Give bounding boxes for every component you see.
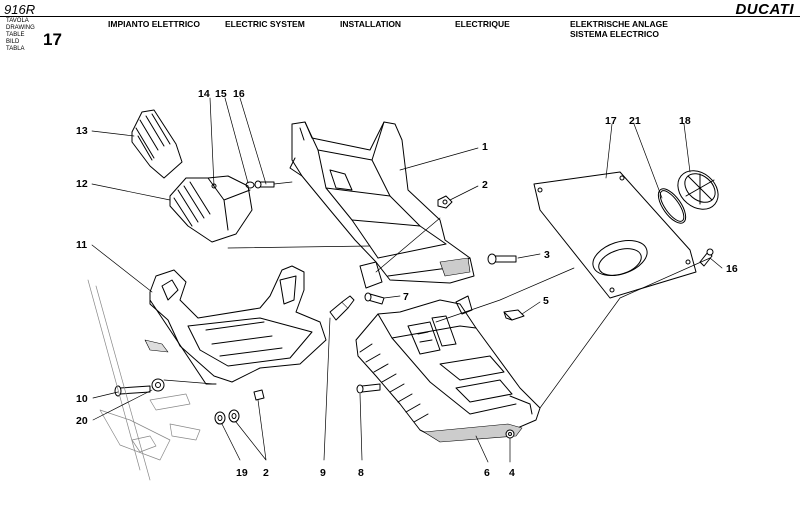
intake-cap-18 <box>677 170 719 210</box>
callout-6: 6 <box>484 467 490 479</box>
grommet-5 <box>503 309 525 321</box>
table-label-de: BILD <box>6 39 20 45</box>
washer-20 <box>151 378 165 392</box>
header-divider <box>0 16 800 17</box>
table-label-it: TAVOLA <box>6 18 29 24</box>
title-us: INSTALLATION <box>340 19 402 29</box>
table-label-us: TABLE <box>6 32 25 38</box>
callout-8: 8 <box>358 467 364 479</box>
callout-14: 14 <box>198 88 210 100</box>
table-label-es: TABLA <box>6 46 25 52</box>
screw-7 <box>364 292 385 305</box>
callout-12: 12 <box>76 178 88 190</box>
callout-7: 7 <box>403 291 409 303</box>
callout-10: 10 <box>76 393 88 405</box>
bolt-10 <box>114 385 151 397</box>
mounting-bracket <box>144 265 327 385</box>
title-german: ELEKTRISCHE ANLAGE <box>570 19 668 29</box>
callout-17: 17 <box>605 115 617 127</box>
cover-plate <box>533 171 697 299</box>
callout-2: 2 <box>482 179 488 191</box>
callout-15: 15 <box>215 88 227 100</box>
callout-18: 18 <box>679 115 691 127</box>
leader-lines <box>91 97 723 463</box>
callout-20: 20 <box>76 415 88 427</box>
connector-9 <box>329 295 355 321</box>
brand-logo: DUCATI <box>735 1 794 18</box>
callout-11: 11 <box>76 239 87 251</box>
title-french: ELECTRIQUE <box>455 19 510 29</box>
regulator-cover <box>131 109 183 179</box>
screw-3 <box>487 253 517 265</box>
screw-16-right <box>699 248 714 267</box>
title-english: ELECTRIC SYSTEM <box>225 19 305 29</box>
table-labels: TAVOLA DRAWING TABLE BILD TABLA <box>6 18 35 53</box>
support-frame <box>289 121 475 289</box>
o-ring-21 <box>657 188 687 224</box>
callout-16: 16 <box>233 88 245 100</box>
screw-16 <box>254 180 275 189</box>
callout-3: 3 <box>544 249 550 261</box>
callout-9: 9 <box>320 467 326 479</box>
callout-16-right: 16 <box>726 263 738 275</box>
ecu-box <box>355 295 541 443</box>
voltage-regulator <box>169 175 253 243</box>
model-name: 916R <box>4 2 36 17</box>
callout-21: 21 <box>629 115 641 127</box>
nut-2-lower <box>228 389 265 423</box>
spacer-19 <box>214 411 226 425</box>
callout-5: 5 <box>543 295 549 307</box>
background-frame-sketch <box>87 279 201 481</box>
callout-labels: 1 2 3 4 5 6 7 8 9 10 11 12 13 14 15 16 1… <box>76 88 738 479</box>
callout-2-lower: 2 <box>263 467 269 479</box>
screw-15 <box>245 181 255 189</box>
callout-19: 19 <box>236 467 248 479</box>
screw-8 <box>356 383 381 394</box>
callout-13: 13 <box>76 125 88 137</box>
title-german-spanish: ELEKTRISCHE ANLAGE SISTEMA ELECTRICO <box>570 19 668 39</box>
nut-4 <box>505 429 515 439</box>
title-spanish: SISTEMA ELECTRICO <box>570 29 659 39</box>
nut-2-top <box>437 195 453 209</box>
callout-1: 1 <box>482 141 488 153</box>
table-label-en: DRAWING <box>6 25 35 31</box>
callout-4: 4 <box>509 467 515 479</box>
table-number: 17 <box>43 30 62 49</box>
title-italian: IMPIANTO ELETTRICO <box>108 19 200 29</box>
